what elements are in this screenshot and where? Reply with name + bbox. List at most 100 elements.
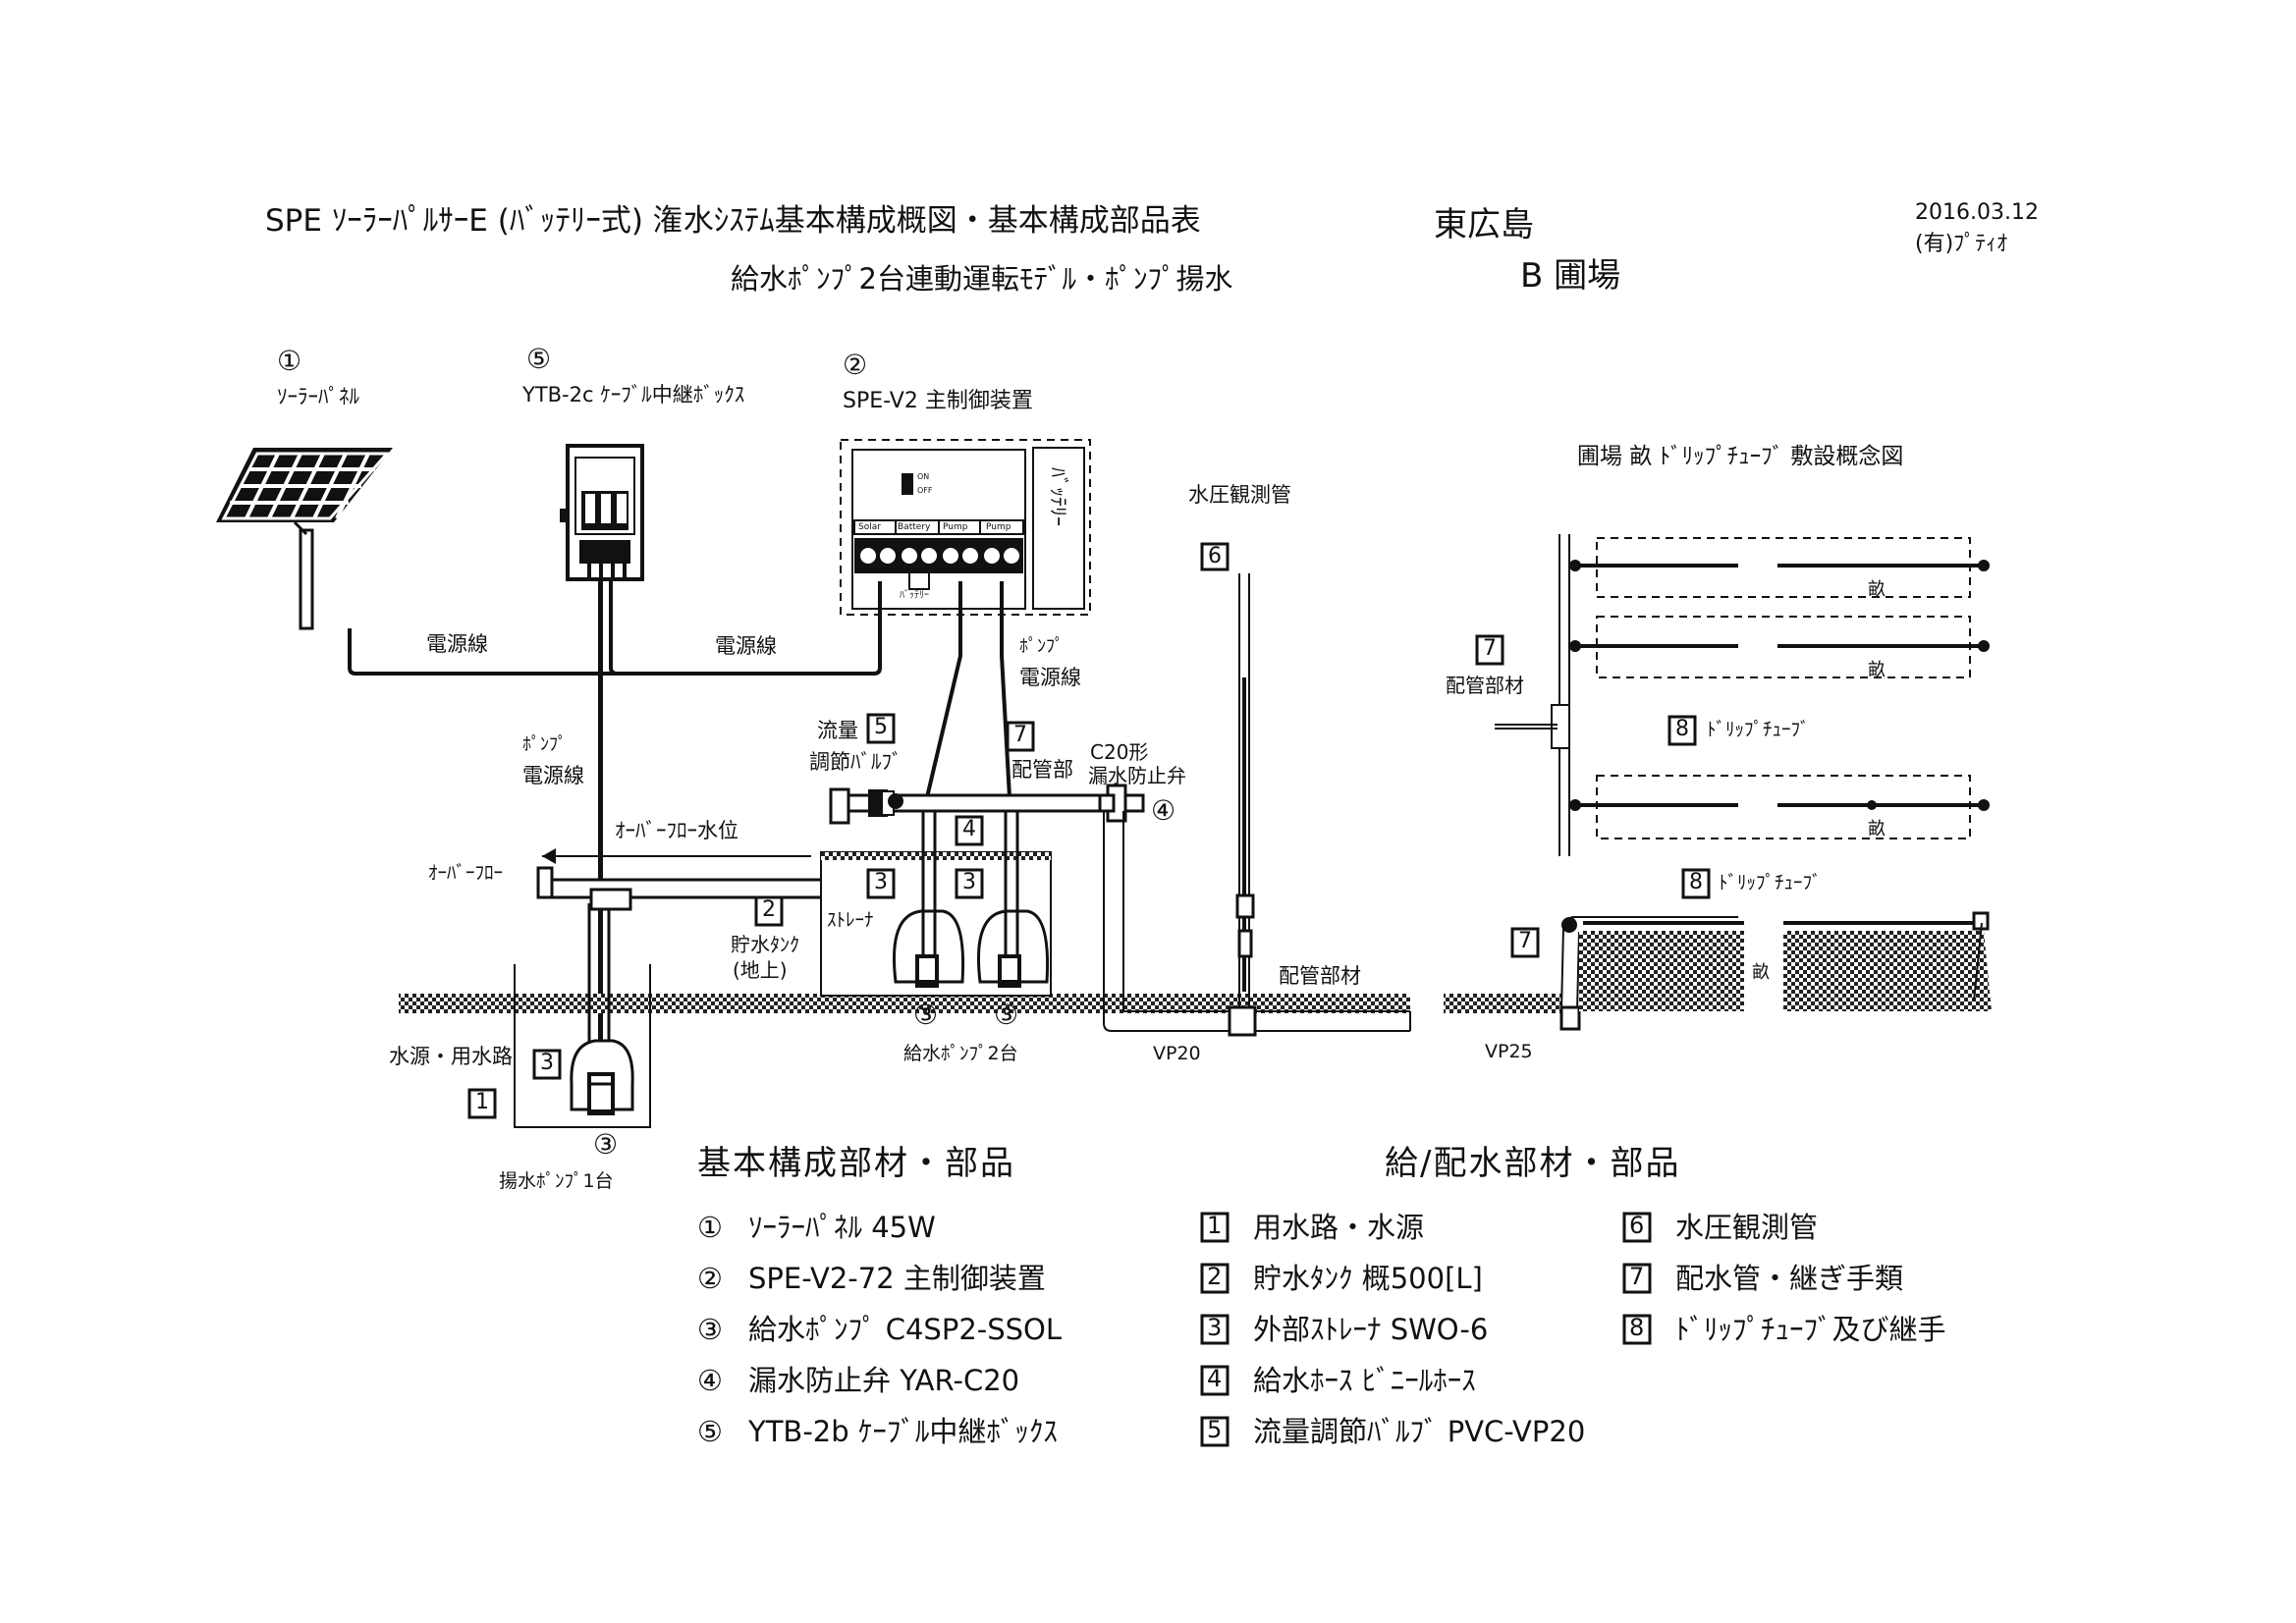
pipe-material-label: 配管部材	[1446, 674, 1524, 697]
supply-part-text: 配水管・継ぎ手類	[1675, 1262, 1904, 1295]
mark-3-pump-2: ③	[994, 999, 1019, 1031]
box-7-field-pipe: 7	[1518, 929, 1532, 953]
box-5-flow-valve: 5	[874, 715, 888, 739]
box-8-drip-1: 8	[1675, 717, 1689, 741]
drip-tube-label-1: ﾄﾞﾘｯﾌﾟﾁｭｰﾌﾞ	[1707, 719, 1810, 740]
ridge-label-2: 畝	[1868, 660, 1886, 680]
supply-part-num: 3	[1207, 1314, 1223, 1341]
supply-part-text: 給水ﾎｰｽ ﾋﾞﾆｰﾙﾎｰｽ	[1253, 1364, 1476, 1397]
vp20-label: VP20	[1153, 1043, 1201, 1064]
drip-layout-plan	[1495, 534, 1990, 856]
piping-material-label: 配管部材	[1279, 964, 1361, 988]
overflow-pipe	[536, 848, 845, 911]
supply-part-num: 8	[1629, 1314, 1645, 1341]
location-label: 東広島	[1434, 205, 1534, 244]
flow-valve-label-2: 調節ﾊﾞﾙﾌﾞ	[809, 750, 902, 774]
box-8-drip-2: 8	[1689, 870, 1703, 894]
check-valve-label-1: C20形	[1090, 740, 1149, 764]
piping-part-label: 配管部	[1011, 758, 1073, 782]
supply-part-num: 6	[1629, 1212, 1645, 1239]
supply-part-text: 貯水ﾀﾝｸ 概500[L]	[1253, 1262, 1483, 1295]
solar-panel-label: ｿｰﾗｰﾊﾟﾈﾙ	[277, 385, 359, 408]
box-7-pipe-material: 7	[1483, 636, 1497, 661]
supply-piping	[829, 784, 1411, 1037]
mark-4-check-valve: ④	[1151, 794, 1176, 827]
switch-off-label: OFF	[917, 486, 933, 495]
check-valve-label-2: 漏水防止弁	[1088, 764, 1186, 787]
supply-part-text: 外部ｽﾄﾚｰﾅ SWO-6	[1253, 1313, 1489, 1346]
solar-panel	[216, 448, 393, 630]
basic-part-text: 漏水防止弁 YAR-C20	[748, 1364, 1020, 1397]
box-3-strainer-2: 3	[962, 870, 976, 894]
supply-part-text: ﾄﾞﾘｯﾌﾟﾁｭｰﾌﾞ及び継手	[1675, 1313, 1946, 1346]
terminal-pump-1: Pump	[943, 522, 968, 532]
page-title: SPE ｿｰﾗｰﾊﾟﾙｻｰE (ﾊﾞｯﾃﾘｰ式) 潅水ｼｽﾃﾑ基本構成概図・基本…	[265, 203, 1201, 239]
pressure-tube-label: 水圧観測管	[1188, 483, 1291, 507]
ridge-label-3: 畝	[1868, 819, 1886, 839]
box-7-piping: 7	[1013, 723, 1027, 747]
power-line-label-1: 電源線	[426, 632, 488, 656]
terminal-pump-2: Pump	[986, 522, 1011, 532]
supply-part-num: 4	[1207, 1365, 1223, 1392]
pump-power-line-label-b2: 電源線	[522, 764, 584, 787]
storage-tank-label-2: (地上)	[733, 958, 788, 982]
water-source-pit	[514, 903, 651, 1128]
supply-part-num: 5	[1207, 1416, 1223, 1443]
ridge-label-1: 畝	[1868, 579, 1886, 600]
basic-part-num: ②	[697, 1262, 723, 1295]
date-label: 2016.03.12	[1915, 200, 2039, 225]
storage-tank-label-1: 貯水ﾀﾝｸ	[731, 933, 799, 956]
supply-pumps-label: 給水ﾎﾟﾝﾌﾟ2台	[903, 1043, 1018, 1064]
flow-valve-label-1: 流量	[817, 719, 858, 742]
supply-part-num: 1	[1207, 1212, 1223, 1239]
pump-power-line-label-a1: ﾎﾟﾝﾌﾟ	[1019, 636, 1064, 657]
box-3-strainer-1: 3	[874, 870, 888, 894]
layout-plan-title: 圃場 畝 ﾄﾞﾘｯﾌﾟﾁｭｰﾌﾞ 敷設概念図	[1577, 444, 1904, 469]
field-label: B 圃場	[1520, 256, 1621, 296]
drip-tube-label-2: ﾄﾞﾘｯﾌﾟﾁｭｰﾌﾞ	[1719, 872, 1822, 893]
company-label: (有)ﾌﾟﾃｨｵ	[1915, 232, 2008, 256]
mark-3-pump-1: ③	[913, 999, 939, 1031]
box-6-pressure: 6	[1208, 544, 1222, 568]
supply-part-num: 2	[1207, 1263, 1223, 1290]
page-subtitle: 給水ﾎﾟﾝﾌﾟ2台連動運転ﾓﾃﾞﾙ・ﾎﾟﾝﾌﾟ揚水	[731, 262, 1233, 296]
pump-power-line-label-a2: 電源線	[1019, 666, 1081, 689]
basic-part-text: SPE-V2-72 主制御装置	[748, 1262, 1046, 1295]
strainer-label: ｽﾄﾚｰﾅ	[827, 909, 874, 931]
supply-part-text: 水圧観測管	[1675, 1211, 1819, 1244]
field-section	[1559, 911, 1992, 1031]
switch-on-label: ON	[917, 472, 930, 481]
box-1-water-source: 1	[475, 1090, 489, 1114]
supply-part-num: 7	[1629, 1263, 1645, 1290]
mark-1-solar: ①	[277, 345, 302, 377]
overflow-label: ｵｰﾊﾞｰﾌﾛｰ	[428, 862, 504, 884]
basic-part-num: ⑤	[697, 1415, 723, 1448]
mark-3-lift-pump: ③	[593, 1128, 619, 1161]
supply-part-text: 流量調節ﾊﾞﾙﾌﾞ PVC-VP20	[1253, 1415, 1586, 1448]
controller-label: SPE-V2 主制御装置	[843, 389, 1033, 413]
overflow-level-label: ｵｰﾊﾞｰﾌﾛｰ水位	[615, 819, 738, 842]
basic-part-text: YTB-2b ｹｰﾌﾞﾙ中継ﾎﾞｯｸｽ	[748, 1415, 1058, 1448]
terminal-solar: Solar	[858, 522, 881, 532]
lift-pump-label: 揚水ﾎﾟﾝﾌﾟ1台	[499, 1170, 614, 1192]
numbered-box-frames	[467, 542, 1711, 1447]
basic-parts-title: 基本構成部材・部品	[697, 1144, 1015, 1183]
terminal-battery-label: ﾊﾞｯﾃﾘｰ	[900, 590, 929, 601]
box-2-tank: 2	[762, 897, 776, 922]
box-4-hose: 4	[962, 817, 976, 841]
ridge-label-section: 畝	[1752, 962, 1770, 983]
vp25-label: VP25	[1485, 1041, 1533, 1062]
basic-part-num: ④	[697, 1364, 723, 1397]
supply-part-text: 用水路・水源	[1253, 1211, 1425, 1244]
pump-power-line-label-b1: ﾎﾟﾝﾌﾟ	[522, 734, 567, 755]
relay-box-label: YTB-2c ｹｰﾌﾞﾙ中継ﾎﾞｯｸｽ	[522, 383, 745, 406]
terminal-battery: Battery	[898, 522, 931, 532]
basic-part-text: 給水ﾎﾟﾝﾌﾟ C4SP2-SSOL	[748, 1313, 1063, 1346]
pressure-tube	[1235, 573, 1255, 1007]
mark-2-controller: ②	[843, 349, 868, 381]
storage-tank	[820, 807, 1052, 997]
box-3-lift-pump: 3	[540, 1051, 554, 1075]
power-line-label-2: 電源線	[715, 634, 777, 658]
